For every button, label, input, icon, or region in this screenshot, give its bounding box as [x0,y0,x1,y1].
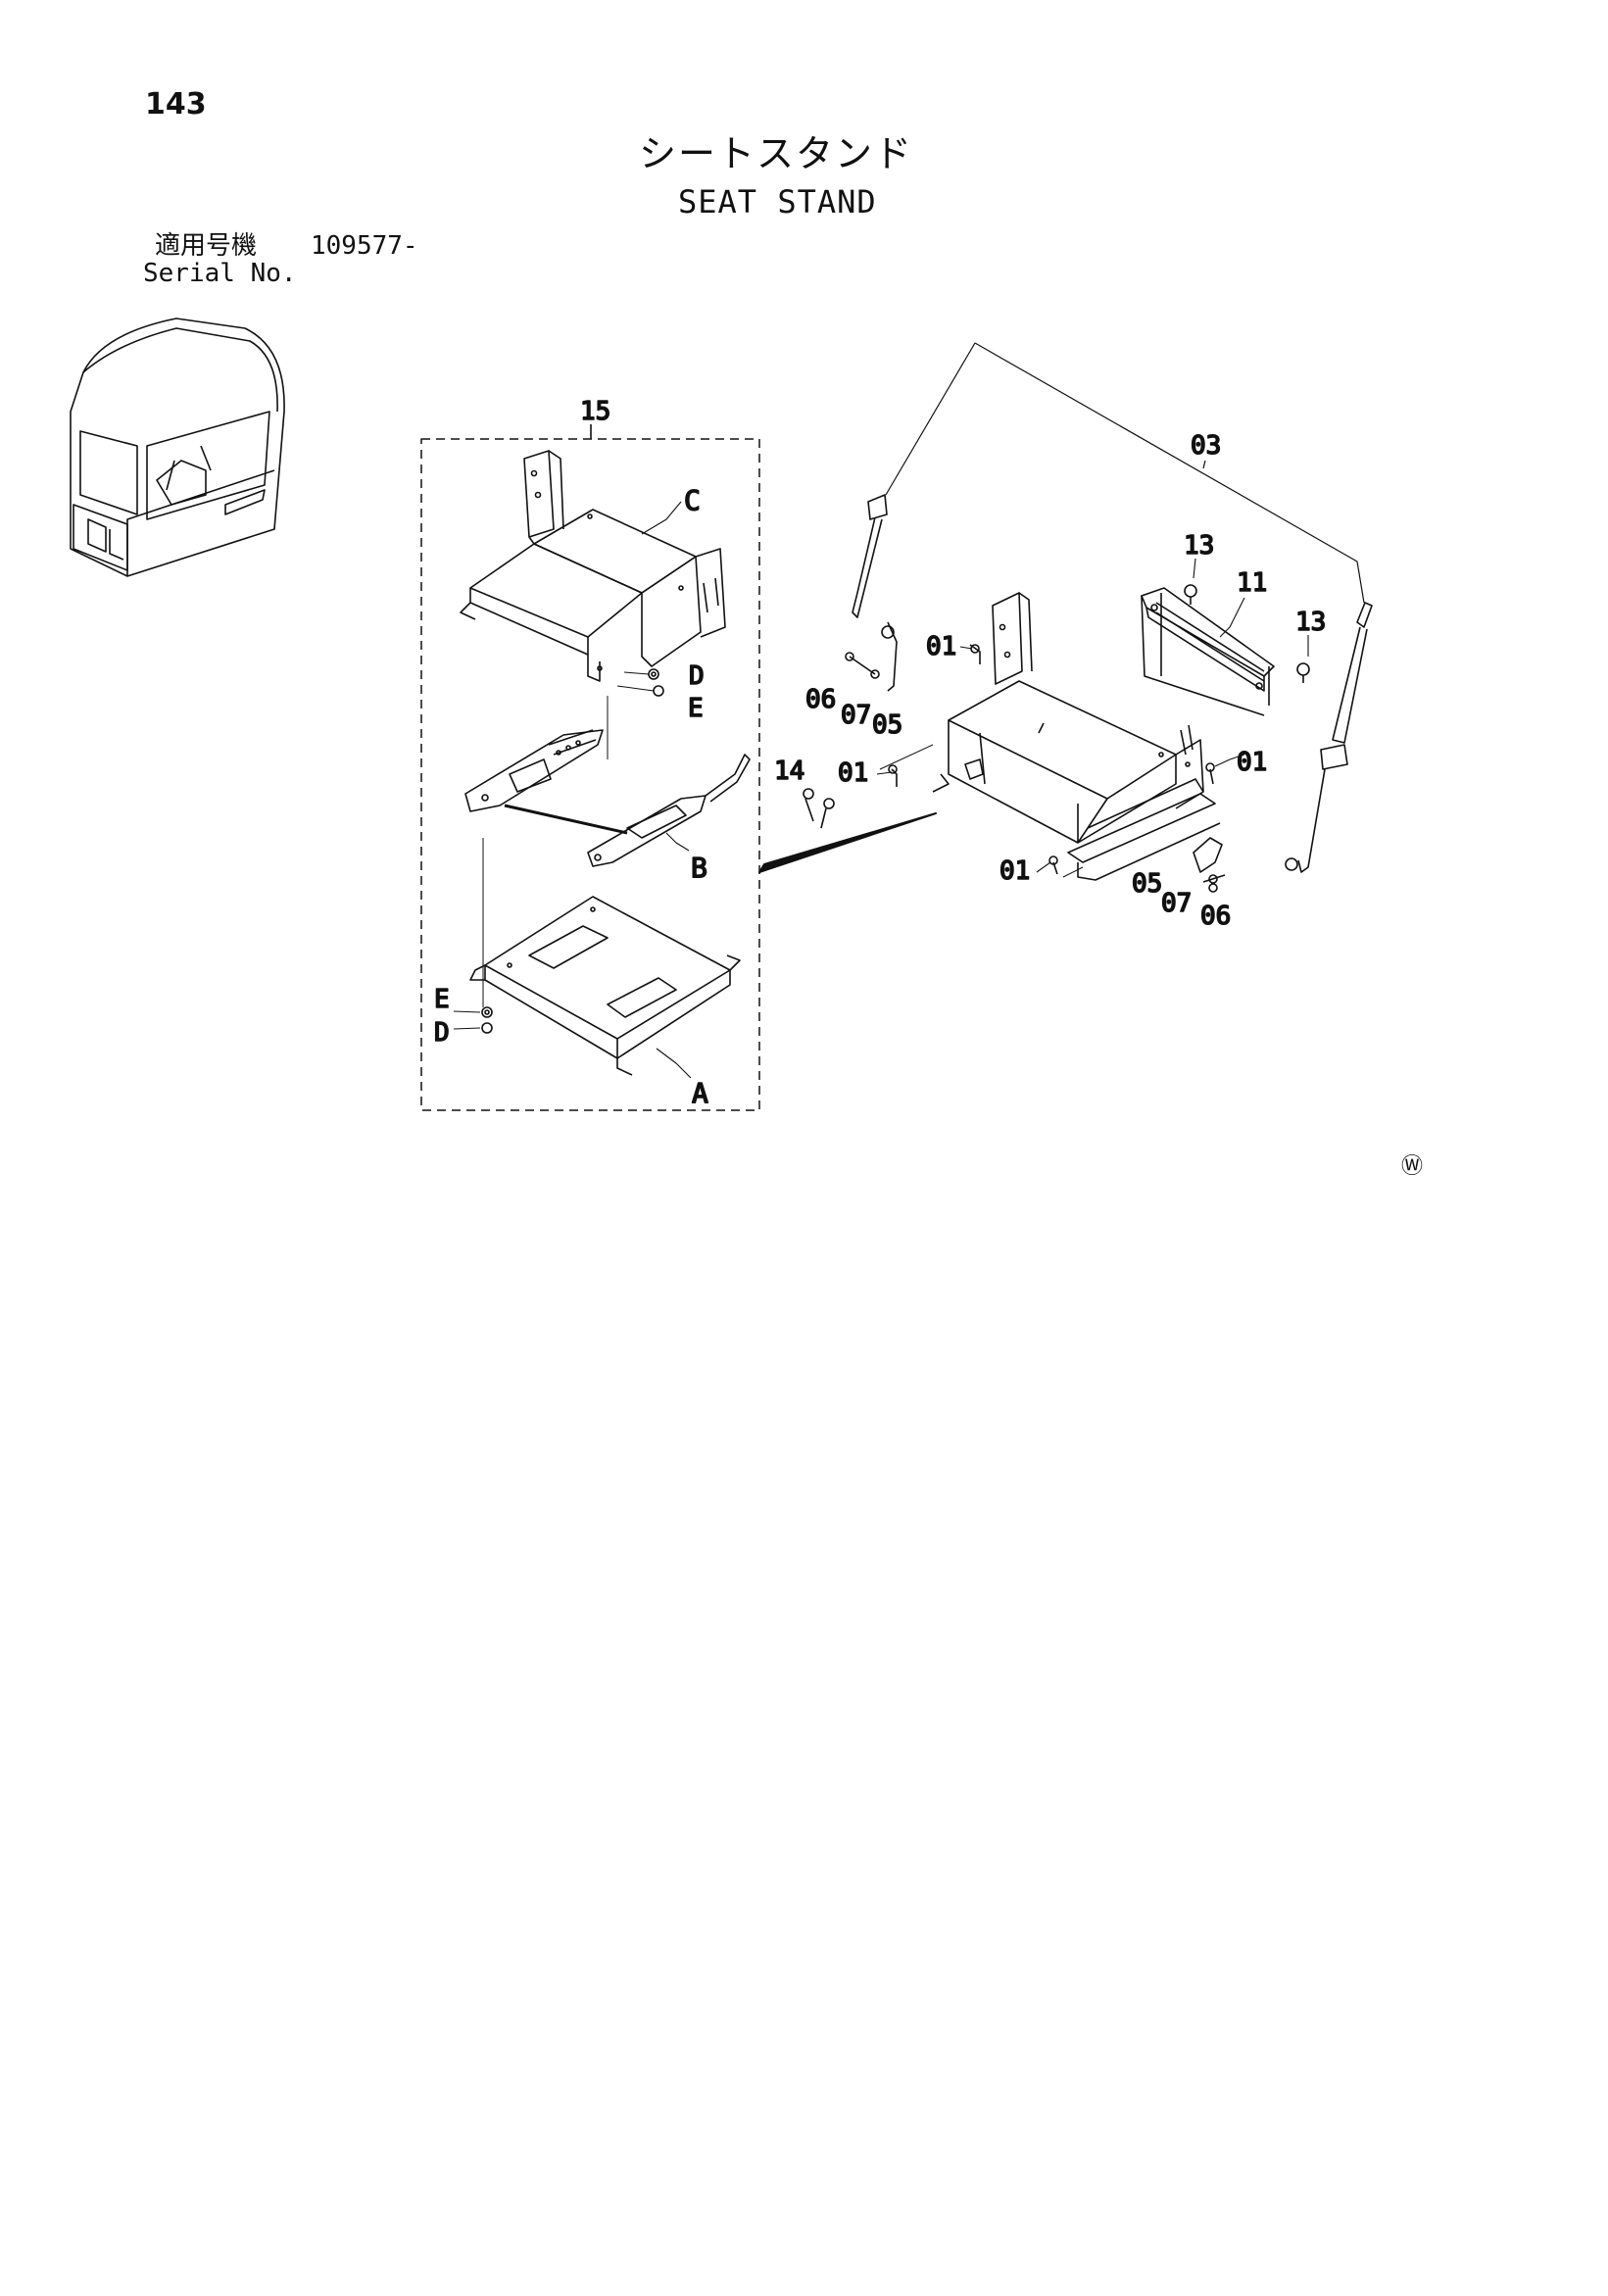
main-seat-stand [932,592,1221,881]
callout-01-right: 01 [1237,748,1267,777]
part-11-louver-panel [1141,587,1275,716]
callout-07-right: 07 [1161,889,1192,918]
callout-01-middle: 01 [838,758,868,788]
callout-05-left: 05 [872,710,902,740]
cab-thumbnail [70,318,285,577]
callout-13-left: 13 [1184,531,1214,561]
callout-leaders [641,501,1309,1079]
fastener-d-e-lower [453,838,493,1034]
serial-number-value: 109577- [311,231,418,261]
callout-06-left: 06 [805,685,836,714]
callout-01-top: 01 [926,632,956,661]
page-title-english: SEAT STAND [678,183,877,220]
assembly-pointer-arrow [758,812,937,873]
callout-a: A [692,1077,708,1109]
page-title-japanese: シートスタンド [639,132,914,175]
fastener-d-e-upper [607,668,664,759]
part-b-seat-rails [464,729,751,867]
part-c-seat-frame [460,450,726,682]
callout-d-upper: D [689,661,705,691]
serial-label-japanese: 適用号機 [155,231,258,261]
callout-03: 03 [1191,431,1221,461]
callout-05-right: 05 [1132,869,1162,899]
callout-d-lower: D [434,1018,450,1048]
page-number: 143 [145,87,207,122]
callout-b: B [691,852,707,884]
watermark-w-icon: Ⓦ [1401,1154,1424,1179]
assembly-15-boundary [420,438,760,1111]
callout-06-right: 06 [1200,902,1231,931]
callout-07-left: 07 [841,701,871,730]
serial-label-english: Serial No. [143,259,297,288]
part-03-gas-springs [852,342,1373,873]
callout-e-lower: E [434,985,450,1014]
callout-11: 11 [1237,568,1267,598]
callout-13-right: 13 [1295,608,1326,637]
callout-c: C [684,484,701,516]
callout-e-upper: E [688,694,704,723]
part-a-base-plate [469,896,741,1076]
callout-14: 14 [774,757,804,786]
callout-01-bottom: 01 [999,856,1030,886]
callout-15: 15 [580,397,610,426]
